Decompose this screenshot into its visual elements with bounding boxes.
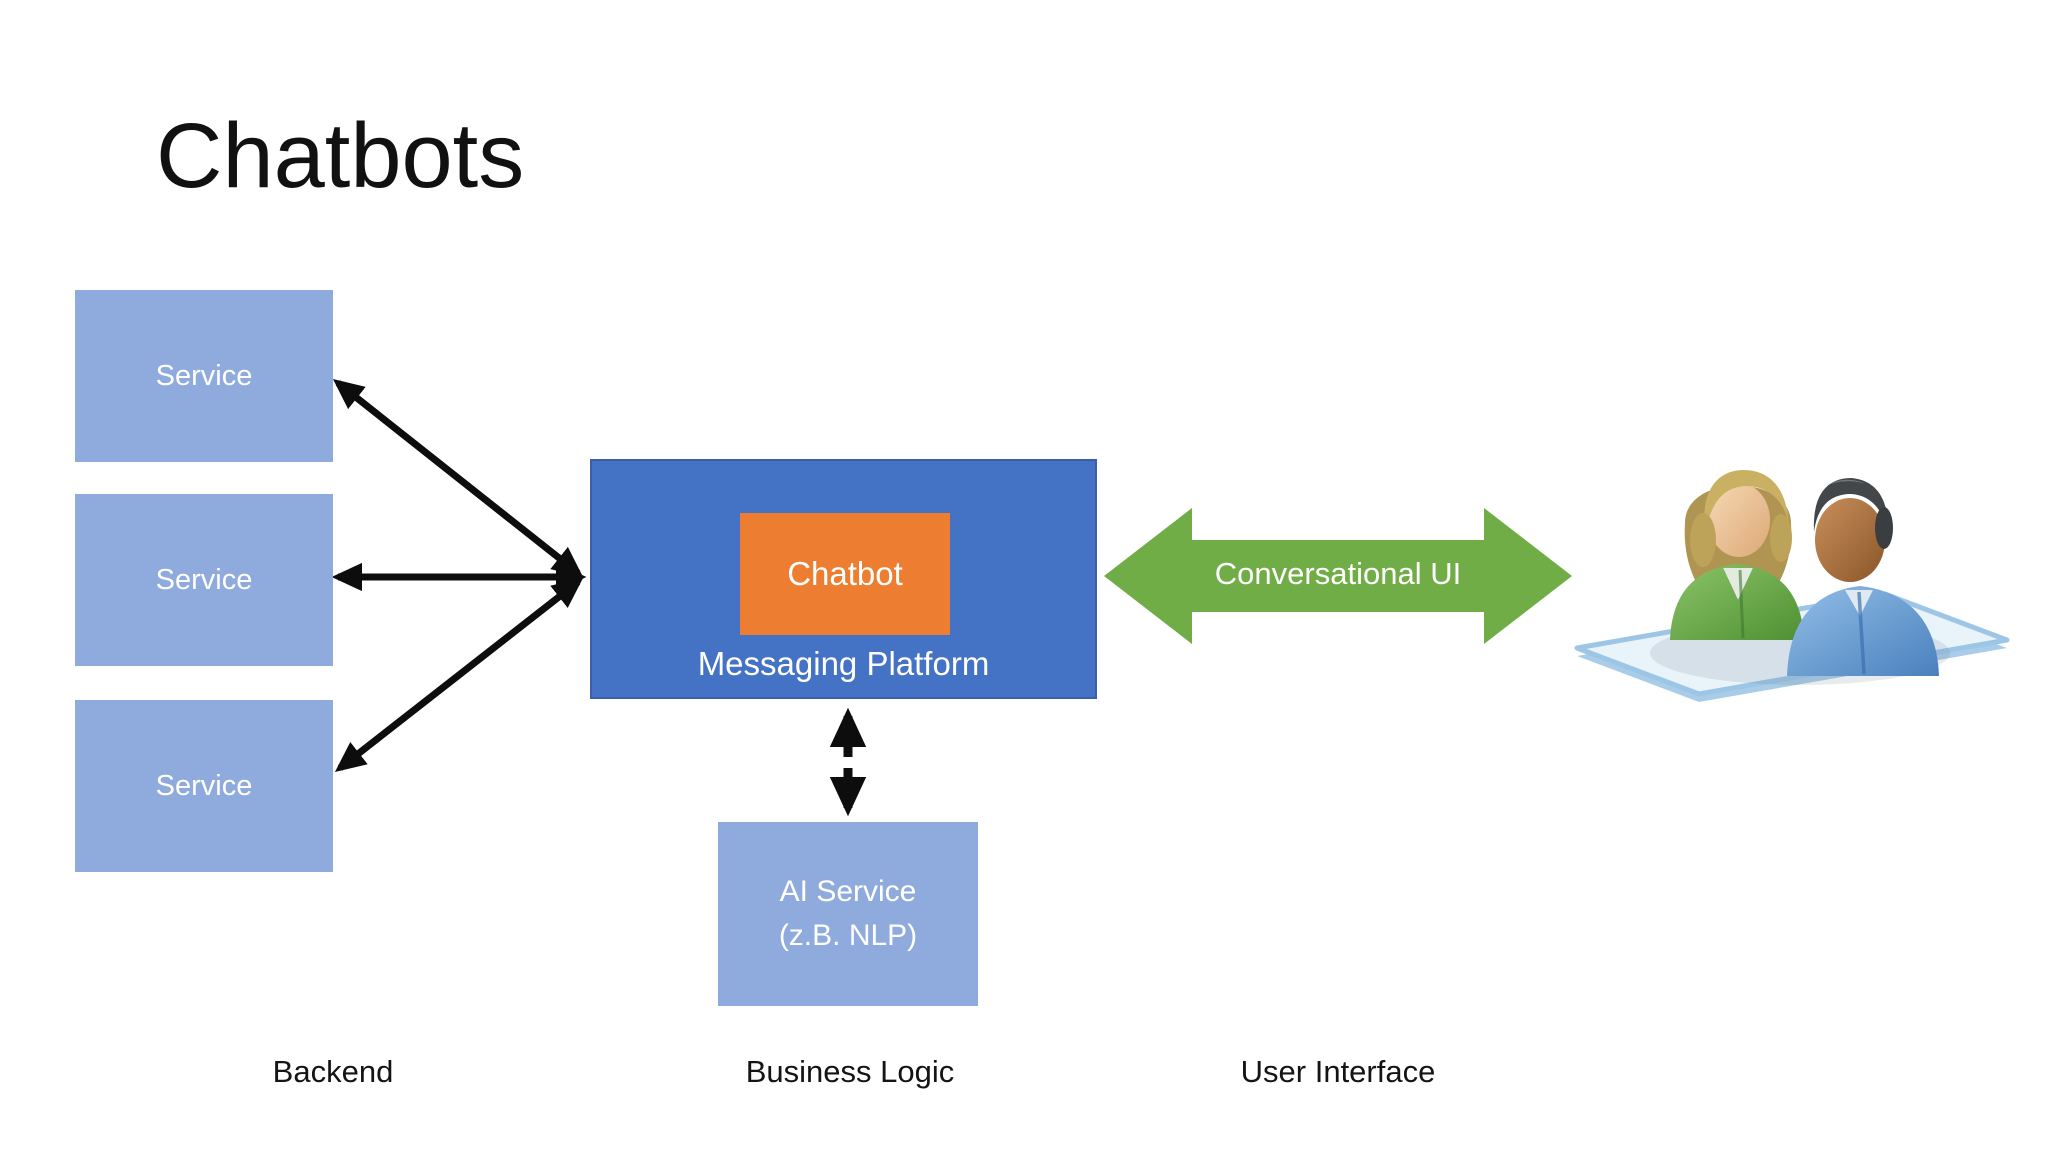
service-box-1: Service [75, 290, 333, 462]
service-box-2-label: Service [155, 563, 253, 596]
service-box-2: Service [75, 494, 333, 666]
service-box-3: Service [75, 700, 333, 872]
conversational-ui-label: Conversational UI [1214, 556, 1462, 591]
messaging-platform-label: Messaging Platform [697, 645, 990, 682]
ai-service-line1: AI Service [779, 875, 917, 908]
ai-service-line2: (z.B. NLP) [778, 919, 918, 952]
man-figure [1787, 478, 1939, 676]
caption-backend: Backend [272, 1054, 394, 1089]
ai-service-box: AI Service (z.B. NLP) [718, 822, 978, 1006]
caption-business-logic: Business Logic [745, 1054, 955, 1089]
messaging-platform-box: Chatbot Messaging Platform [590, 459, 1097, 699]
service-box-1-label: Service [155, 359, 253, 392]
users-icon [1574, 470, 2010, 702]
chatbot-box-label: Chatbot [787, 555, 903, 592]
service-box-3-label: Service [155, 769, 253, 802]
caption-user-interface: User Interface [1240, 1054, 1436, 1089]
service-arrow-bottom [334, 578, 584, 772]
woman-figure [1670, 470, 1804, 640]
service-arrow-top [332, 379, 584, 577]
chatbot-box: Chatbot [740, 513, 950, 635]
slide-title: Chatbots [156, 105, 525, 207]
